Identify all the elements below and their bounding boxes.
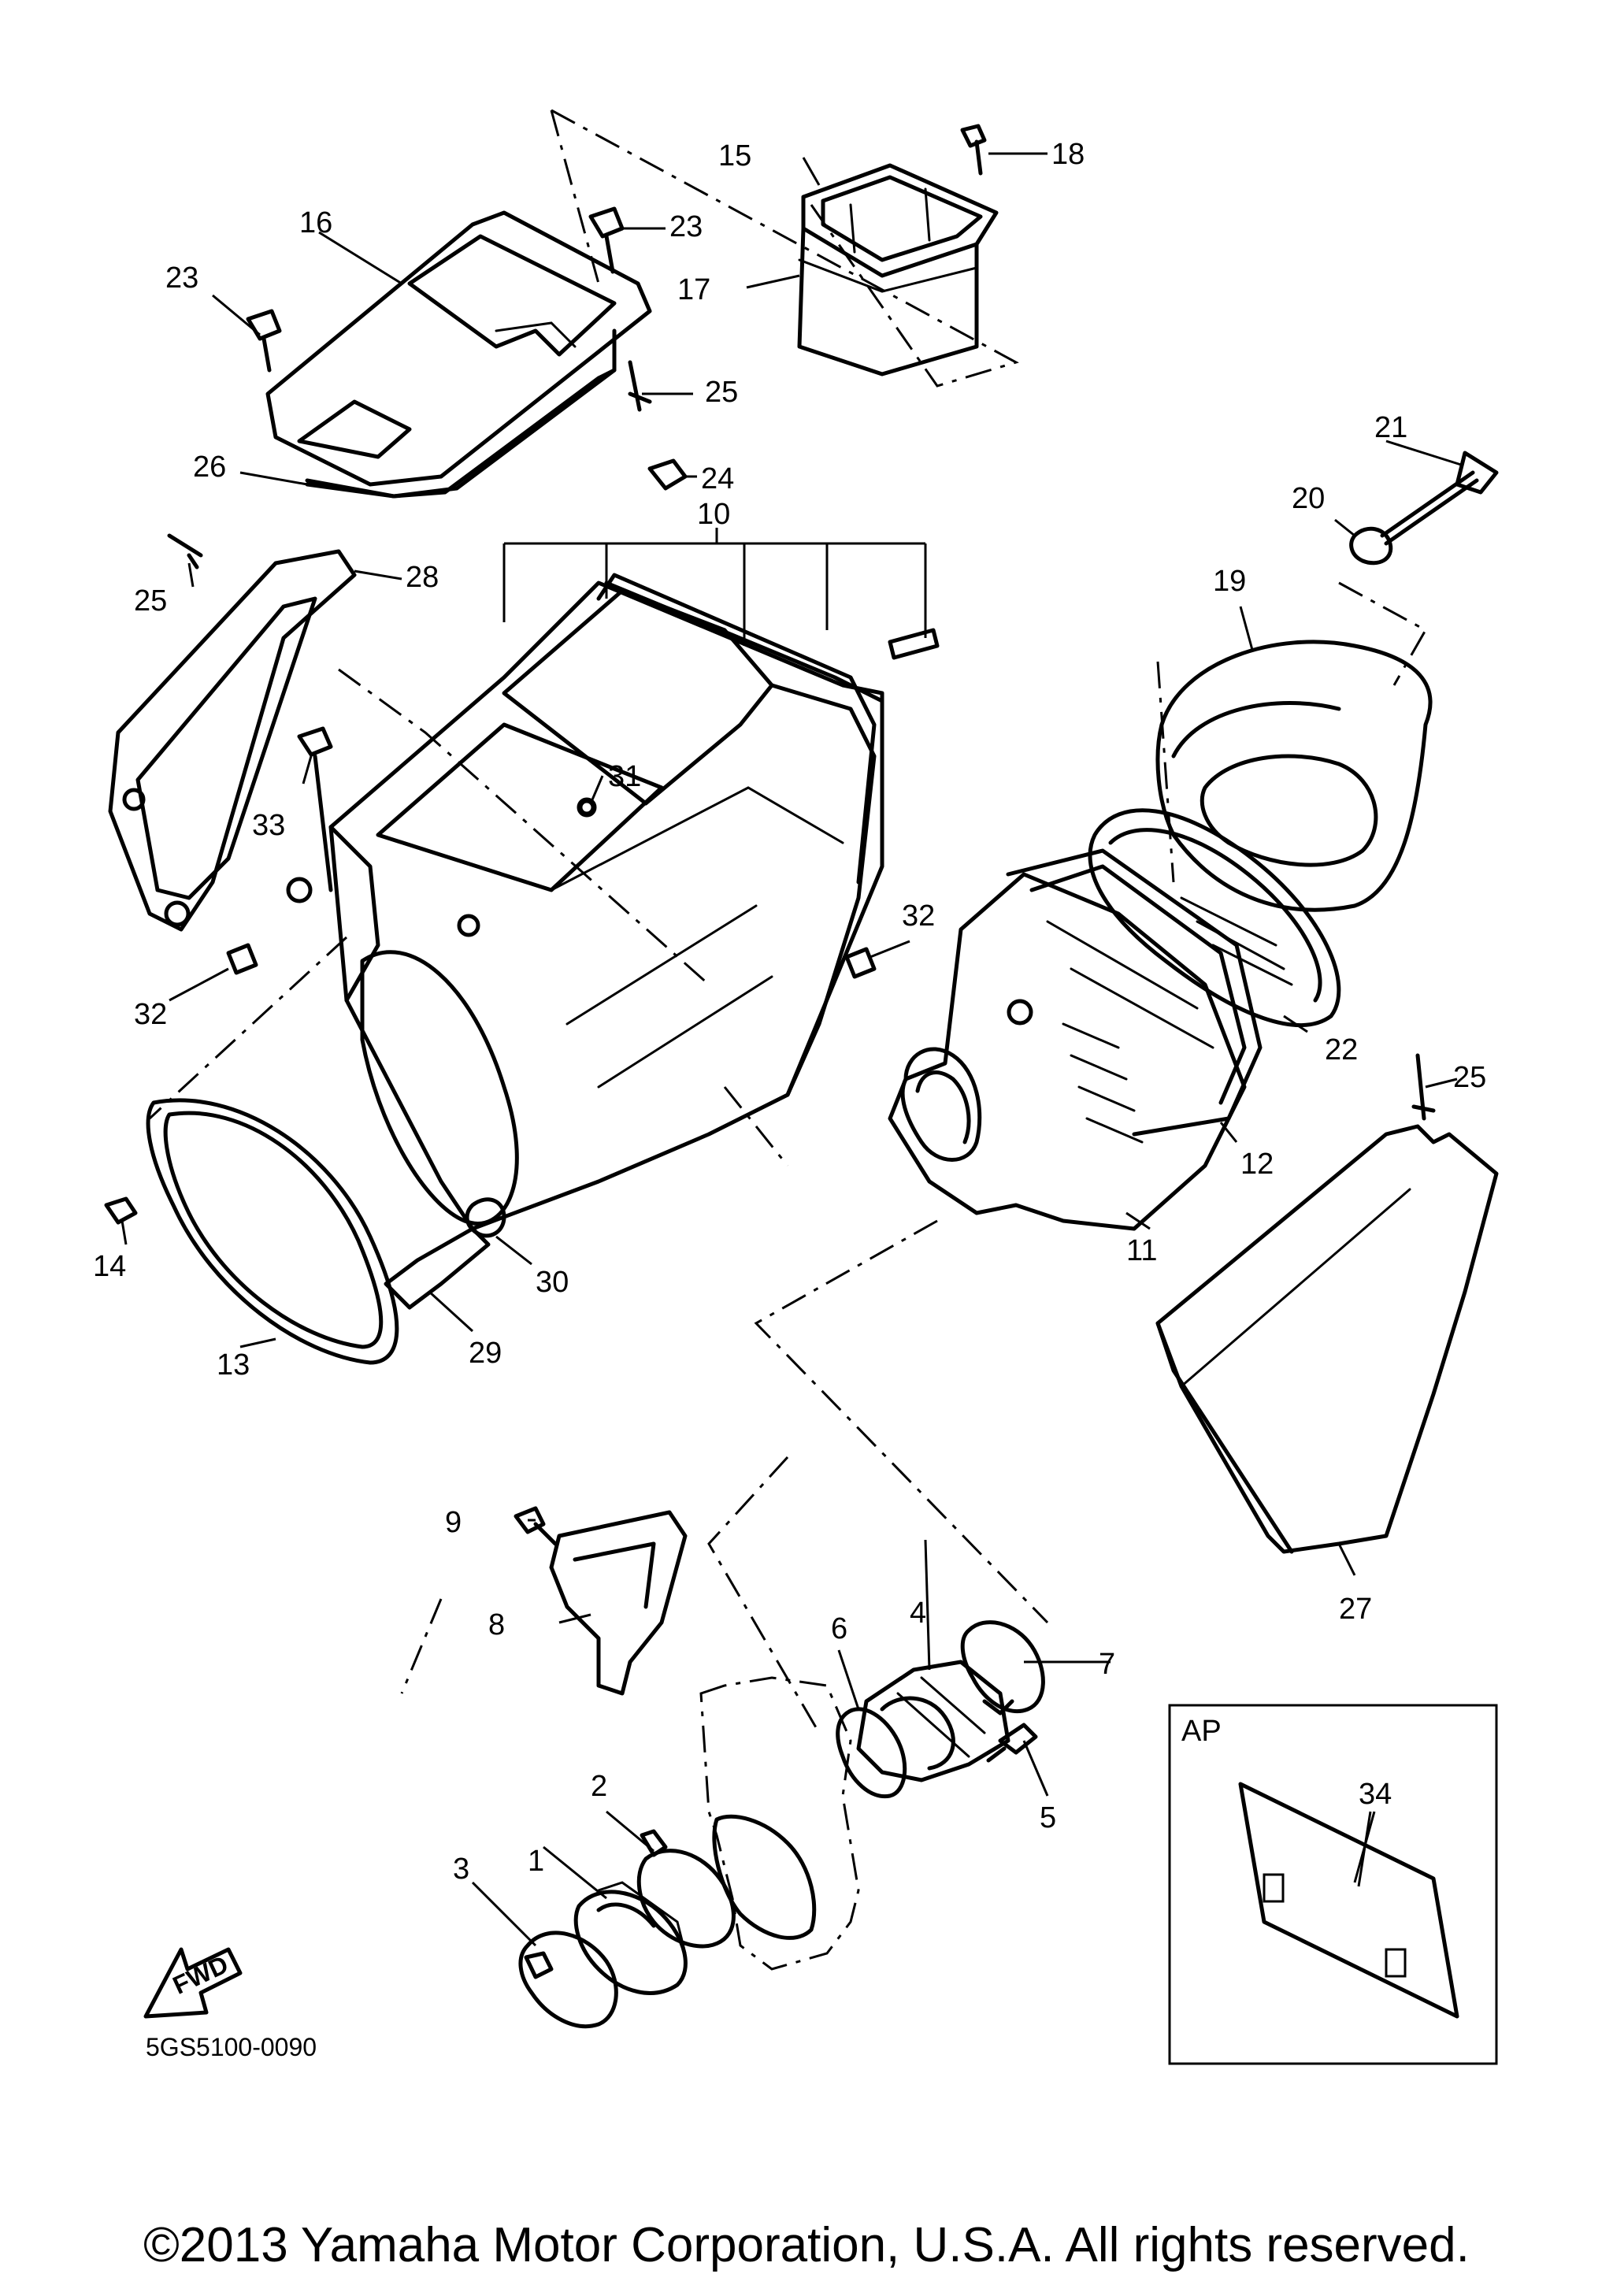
callout-9: 9 [445,1506,462,1539]
inset-box-ap: AP 34 [1168,1704,1498,2065]
callout-28: 28 [406,561,439,594]
part-15-17-duct [797,163,999,376]
callout-5: 5 [1040,1801,1056,1834]
callout-4: 4 [910,1597,926,1630]
callout-3: 3 [453,1853,469,1886]
callout-23b: 23 [165,261,198,295]
callout-20: 20 [1292,482,1325,515]
callout-24: 24 [701,462,734,495]
part-7-clamp [960,1620,1045,1716]
fwd-arrow-icon: FWD [143,1947,243,2019]
part-22-filter-element [1088,808,1341,1028]
part-9-bolt [514,1506,558,1546]
callout-19: 19 [1213,565,1246,598]
part-13-gasket [146,1098,399,1365]
callout-25c: 25 [1453,1061,1486,1094]
callout-30: 30 [536,1266,569,1299]
part-29-drain [384,1226,491,1310]
part-8-bracket [549,1510,688,1696]
callout-32b: 32 [134,998,167,1031]
part-12-cage [1006,848,1263,1137]
callout-17: 17 [677,273,710,306]
callout-12: 12 [1240,1148,1274,1181]
part-5-bolt [986,1723,1038,1763]
part-21-wing-bolt [1380,451,1499,546]
callout-18: 18 [1051,138,1085,171]
callout-33: 33 [252,809,285,842]
part-3-clamp [518,1931,618,2029]
callout-15: 15 [718,139,751,172]
part-1-joint [573,1881,688,1995]
part-19-air-filter [1155,640,1433,912]
callout-1: 1 [528,1845,544,1878]
callout-34: 34 [1359,1778,1392,1811]
part-6-oring [836,1707,907,1799]
callout-23a: 23 [669,210,703,243]
callout-22: 22 [1325,1033,1358,1066]
callout-11: 11 [1126,1234,1157,1267]
leader-lines [121,152,1462,1947]
diagram-code: 5GS5100-0090 [146,2033,317,2061]
callout-2: 2 [591,1770,607,1803]
inset-label: AP [1181,1715,1222,1748]
callout-26: 26 [193,451,226,484]
part-10-airbox [286,573,884,1231]
part-26-seal [305,368,617,499]
callout-25a: 25 [705,376,738,409]
callout-14: 14 [93,1250,126,1283]
part-30-clamp [465,1197,506,1238]
callout-29: 29 [469,1337,502,1370]
copyright-notice: ©2013 Yamaha Motor Corporation, U.S.A. A… [143,2218,1470,2272]
callout-8: 8 [488,1608,505,1641]
callout-21: 21 [1374,411,1407,444]
engine-outline [699,1676,860,1971]
callout-27: 27 [1339,1593,1372,1626]
callout-32a: 32 [902,899,935,933]
part-16-airbox-cover [265,210,652,499]
callout-numbers: 1 2 3 4 5 6 7 8 9 10 11 12 13 14 15 16 1… [93,138,1486,1886]
callout-10: 10 [697,498,730,531]
callout-13: 13 [217,1348,250,1382]
callout-31: 31 [608,760,641,793]
fasteners [104,124,1436,1225]
part-34-label-sheet [1238,1782,1459,2019]
part-28-side-cover [108,549,357,932]
part-27-side-cover [1155,1124,1499,1554]
assembly-lines [148,109,1428,1734]
callout-7: 7 [1099,1648,1115,1681]
callout-6: 6 [831,1612,847,1645]
part-20-washer [1349,526,1393,566]
callout-25b: 25 [134,584,167,618]
callout-16: 16 [299,206,332,239]
part-11-filter-guide [888,872,1247,1231]
part-4-carburetor-joint [856,1660,1010,1782]
part-10-bracket [502,528,927,646]
